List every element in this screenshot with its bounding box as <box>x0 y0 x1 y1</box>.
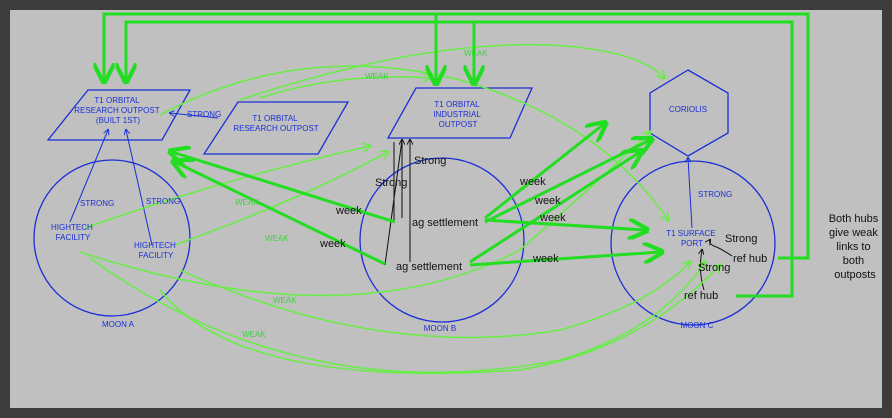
week-label-6: week <box>532 253 559 265</box>
orbital-research-1-line2: RESEARCH OUTPOST <box>74 106 159 115</box>
orbital-industrial-line1: T1 ORBITAL <box>434 100 480 109</box>
weak-research2-to-coriolis <box>239 43 664 101</box>
coriolis-hexagon <box>649 69 729 157</box>
strong-label-ref-2: Strong <box>698 262 730 274</box>
week-ag1-to-coriolis <box>484 124 604 220</box>
orbital-industrial-line3: OUTPOST <box>439 120 478 129</box>
orbital-research-1-label: T1 ORBITAL RESEARCH OUTPOST (BUILT 1ST) <box>74 96 161 125</box>
weak-label-hightech-2: WEAK <box>265 234 289 243</box>
weak-low-to-port-1 <box>89 257 705 374</box>
surface-port-line2: PORT <box>681 239 703 248</box>
link-port-to-coriolis <box>688 158 693 229</box>
link-research2-to-research1 <box>170 113 219 119</box>
hightech-2-line2: FACILITY <box>139 251 174 260</box>
ag-settlement-2-label: ag settlement <box>396 261 462 273</box>
link-hightech1-to-research1 <box>69 130 108 223</box>
strong-top-frame-link-2 <box>126 20 794 298</box>
strong-label-research: STRONG <box>187 110 221 119</box>
moon-b-circle <box>359 157 525 323</box>
moon-c-label: MOON C <box>681 321 714 330</box>
moon-b-label: MOON B <box>424 324 456 333</box>
strong-label-hightech-2: STRONG <box>146 197 180 206</box>
hubs-note-line1: Both hubs <box>829 213 879 225</box>
week-label-1: week <box>335 205 362 217</box>
weak-label-low-2: WEAK <box>242 330 266 339</box>
weak-label-mid: WEAK <box>365 72 389 81</box>
strong-label-ag-1: Strong <box>414 155 446 167</box>
orbital-research-outpost-2-shape <box>202 101 350 155</box>
orbital-research-1-line3: (BUILT 1ST) <box>96 116 140 125</box>
hubs-note-line2: give weak <box>829 227 878 239</box>
weak-research1-to-port <box>159 65 668 220</box>
hightech-1-line2: FACILITY <box>56 233 91 242</box>
hightech-1-line1: HIGHTECH <box>51 223 93 232</box>
weak-research2-to-industrial <box>259 77 430 99</box>
hubs-note-line4: both <box>843 255 864 267</box>
hightech-2-label: HIGHTECH FACILITY <box>134 241 178 260</box>
ag-settlement-1-label: ag settlement <box>412 217 478 229</box>
ref-hub-2-label: ref hub <box>684 290 718 302</box>
ref-hub-1-label: ref hub <box>733 253 767 265</box>
moon-a-label: MOON A <box>102 320 135 329</box>
orbital-research-2-line1: T1 ORBITAL <box>252 114 298 123</box>
week-ag2-to-research1 <box>175 162 386 266</box>
hubs-note: Both hubs give weak links to both outpos… <box>829 213 882 281</box>
week-ag2-to-coriolis <box>469 152 640 264</box>
coriolis-label: CORIOLIS <box>669 105 707 114</box>
weak-hightech1-to-industrial <box>84 146 370 229</box>
hightech-2-line1: HIGHTECH <box>134 241 176 250</box>
hightech-1-label: HIGHTECH FACILITY <box>51 223 95 242</box>
weak-label-low-1: WEAK <box>273 296 297 305</box>
moon-a-circle <box>33 159 191 317</box>
week-ag2-to-port <box>469 252 660 267</box>
weak-hightech2-to-industrial <box>174 152 388 246</box>
weak-label-top: WEAK <box>464 49 488 58</box>
orbital-industrial-line2: INDUSTRIAL <box>433 110 481 119</box>
strong-top-frame-link <box>104 12 810 260</box>
orbital-research-2-label: T1 ORBITAL RESEARCH OUTPOST <box>233 114 318 133</box>
strong-label-coriolis: STRONG <box>698 190 732 199</box>
week-label-4: week <box>534 195 561 207</box>
orbital-industrial-outpost-shape <box>386 87 533 139</box>
link-ag2-to-industrial-b <box>384 139 403 266</box>
week-label-2: week <box>319 238 346 250</box>
orbital-research-outpost-1-shape <box>46 89 192 141</box>
week-label-3: week <box>519 176 546 188</box>
strong-label-ref-1: Strong <box>725 233 757 245</box>
week-ag1-to-research1 <box>172 152 396 224</box>
strong-label-hightech-1: STRONG <box>80 199 114 208</box>
orbital-research-1-line1: T1 ORBITAL <box>94 96 140 105</box>
weak-label-hightech-1: WEAK <box>235 198 259 207</box>
link-hightech2-to-research1 <box>126 130 153 246</box>
moon-c-circle <box>610 160 776 326</box>
surface-port-line1: T1 SURFACE <box>666 229 715 238</box>
orbital-research-2-line2: RESEARCH OUTPOST <box>233 124 318 133</box>
hubs-note-line5: outposts <box>834 269 876 281</box>
surface-port-label: T1 SURFACE PORT <box>666 229 718 248</box>
weak-low-to-port-2 <box>159 265 720 375</box>
week-label-5: week <box>539 212 566 224</box>
link-refhub1-to-port <box>710 240 733 257</box>
orbital-industrial-label: T1 ORBITAL INDUSTRIAL OUTPOST <box>433 100 483 129</box>
hubs-note-line3: links to <box>836 241 870 253</box>
weak-hightech2-to-port <box>179 262 690 339</box>
week-ag1-to-port <box>484 220 645 230</box>
strong-label-ag-2: Strong <box>375 177 407 189</box>
